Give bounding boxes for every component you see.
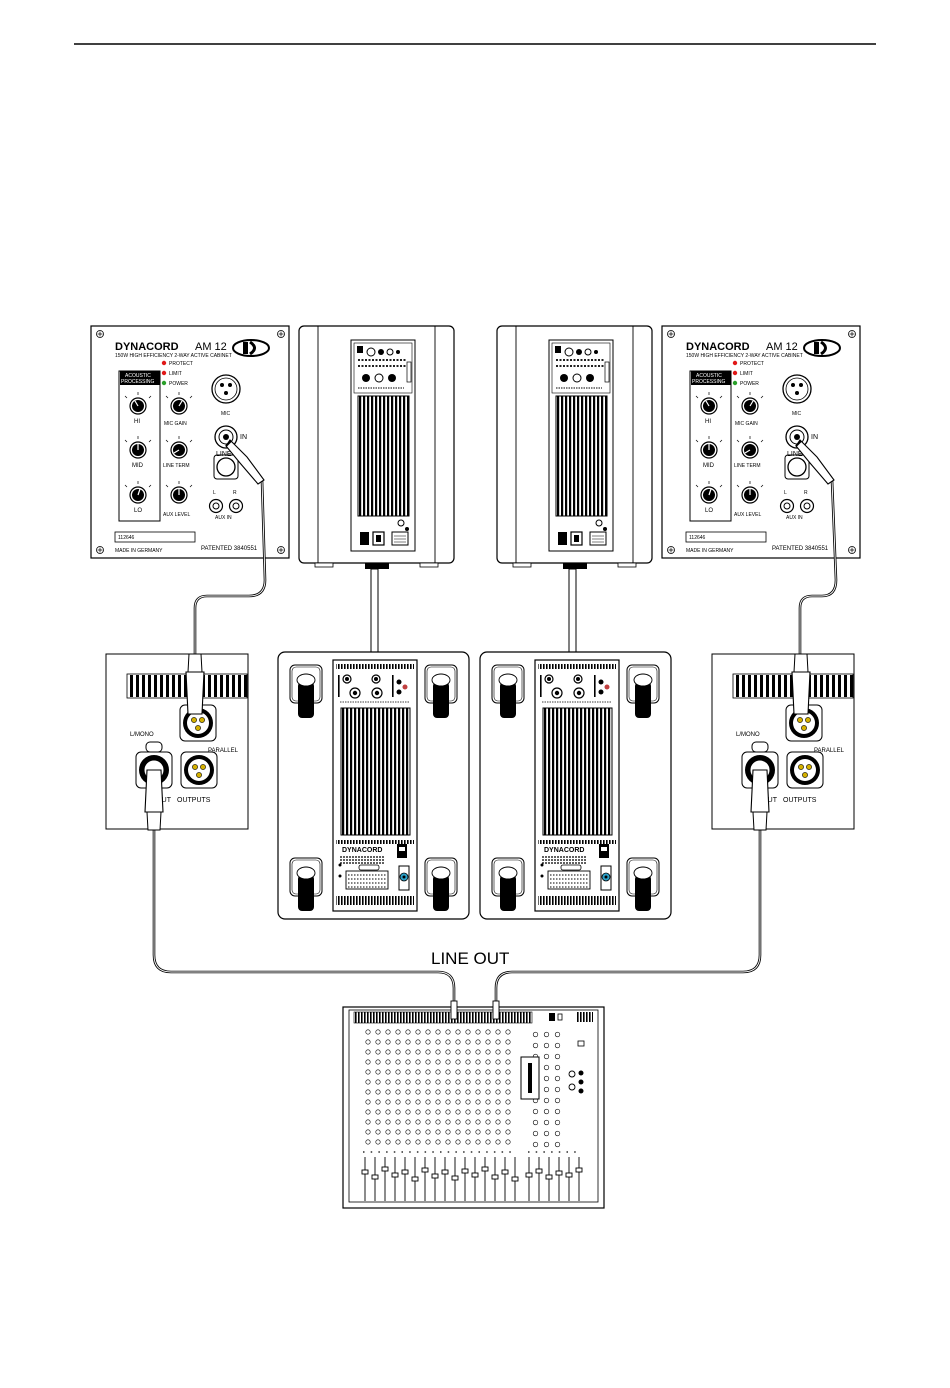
knob-lo-label: LO <box>134 508 142 514</box>
connector-panel-right: L/MONO PARALLEL INPUT OUTPUTS <box>711 653 855 830</box>
amp-model: AM 12 <box>195 341 227 353</box>
amp-subtitle: 150W HIGH EFFICIENCY 2-WAY ACTIVE CABINE… <box>115 353 232 359</box>
amp-subtitle: 150W HIGH EFFICIENCY 2-WAY ACTIVE CABINE… <box>686 353 803 359</box>
aux-r-label: R <box>233 490 237 496</box>
mic-label: MIC <box>792 411 802 417</box>
cables <box>152 478 838 1009</box>
knob-mid-label: MID <box>132 463 144 469</box>
line-term-label: LINE TERM <box>163 463 190 469</box>
in-label: IN <box>240 434 247 441</box>
knob-lo-label: LO <box>705 508 713 514</box>
parallel-label: PARALLEL <box>208 748 239 754</box>
led-power-label: POWER <box>740 381 759 387</box>
amp-brand: DYNACORD <box>115 341 179 353</box>
xlr-plug-left-bottom <box>144 769 164 831</box>
led-protect-label: PROTECT <box>169 361 193 367</box>
outputs-label: OUTPUTS <box>177 797 211 804</box>
mic-gain-label: MIC GAIN <box>735 421 758 427</box>
amp-model: AM 12 <box>766 341 798 353</box>
lmono-label: L/MONO <box>736 732 760 738</box>
ap-label-1: ACOUSTIC <box>696 373 722 379</box>
led-limit-label: LIMIT <box>169 371 182 377</box>
knob-hi-label: HI <box>134 419 140 425</box>
ap-label-2: PROCESSING <box>121 379 154 385</box>
made-in-label: MADE IN GERMANY <box>115 548 163 554</box>
knob-hi-label: HI <box>705 419 711 425</box>
amp-brand: DYNACORD <box>686 341 750 353</box>
parallel-label: PARALLEL <box>814 748 845 754</box>
jack-plug-left <box>225 439 265 485</box>
pole-mount-left <box>370 568 379 654</box>
patent-label: PATENTED 3840551 <box>772 546 829 552</box>
xlr-plug-left-top <box>185 653 205 715</box>
serial-label: 112646 <box>689 535 706 541</box>
made-in-label: MADE IN GERMANY <box>686 548 734 554</box>
mic-gain-label: MIC GAIN <box>164 421 187 427</box>
led-power-label: POWER <box>169 381 188 387</box>
line-label: LINE <box>216 451 232 458</box>
aux-l-label: L <box>213 490 216 496</box>
led-limit-label: LIMIT <box>740 371 753 377</box>
line-out-label: LINE OUT <box>431 949 509 968</box>
cable-left-upper-inner <box>194 479 266 676</box>
sub-brand: DYNACORD <box>342 847 382 854</box>
aux-l-label: L <box>784 490 787 496</box>
subwoofer-left: DYNACORD <box>278 652 469 919</box>
amp-panel-left: DYNACORD AM 12 150W HIGH EFFICIENCY 2-WA… <box>89 324 291 560</box>
cable-left-lower-inner <box>153 819 455 1008</box>
mic-label: MIC <box>221 411 231 417</box>
pole-mount-right <box>568 568 577 654</box>
knob-mid-label: MID <box>703 463 715 469</box>
lmono-label: L/MONO <box>130 732 154 738</box>
connector-panel-left: L/MONO PARALLEL INPUT OUTPUTS <box>105 653 249 830</box>
xlr-plug-right-bottom <box>750 769 770 831</box>
aux-in-label: AUX IN <box>215 515 232 521</box>
top-cabinet-right <box>496 325 653 570</box>
patent-label: PATENTED 3840551 <box>201 546 258 552</box>
in-label: IN <box>811 434 818 441</box>
aux-in-label: AUX IN <box>786 515 803 521</box>
cable-right-lower-inner <box>495 819 761 1008</box>
cable-right-upper-inner <box>799 479 837 676</box>
line-term-label: LINE TERM <box>734 463 761 469</box>
jack-plug-right <box>795 439 835 485</box>
amp-panel-right: DYNACORD AM 12 150W HIGH EFFICIENCY 2-WA… <box>660 324 862 560</box>
led-protect-label: PROTECT <box>740 361 764 367</box>
xlr-plug-right-top <box>791 653 811 715</box>
ap-label-2: PROCESSING <box>692 379 725 385</box>
top-cabinet-left <box>298 325 455 570</box>
sub-brand: DYNACORD <box>544 847 584 854</box>
subwoofer-right: DYNACORD <box>480 652 671 919</box>
aux-level-label: AUX LEVEL <box>163 512 190 518</box>
aux-r-label: R <box>804 490 808 496</box>
outputs-label: OUTPUTS <box>783 797 817 804</box>
mixer-console <box>342 1000 605 1209</box>
ap-label-1: ACOUSTIC <box>125 373 151 379</box>
serial-label: 112646 <box>118 535 135 541</box>
line-label: LINE <box>787 451 803 458</box>
aux-level-label: AUX LEVEL <box>734 512 761 518</box>
